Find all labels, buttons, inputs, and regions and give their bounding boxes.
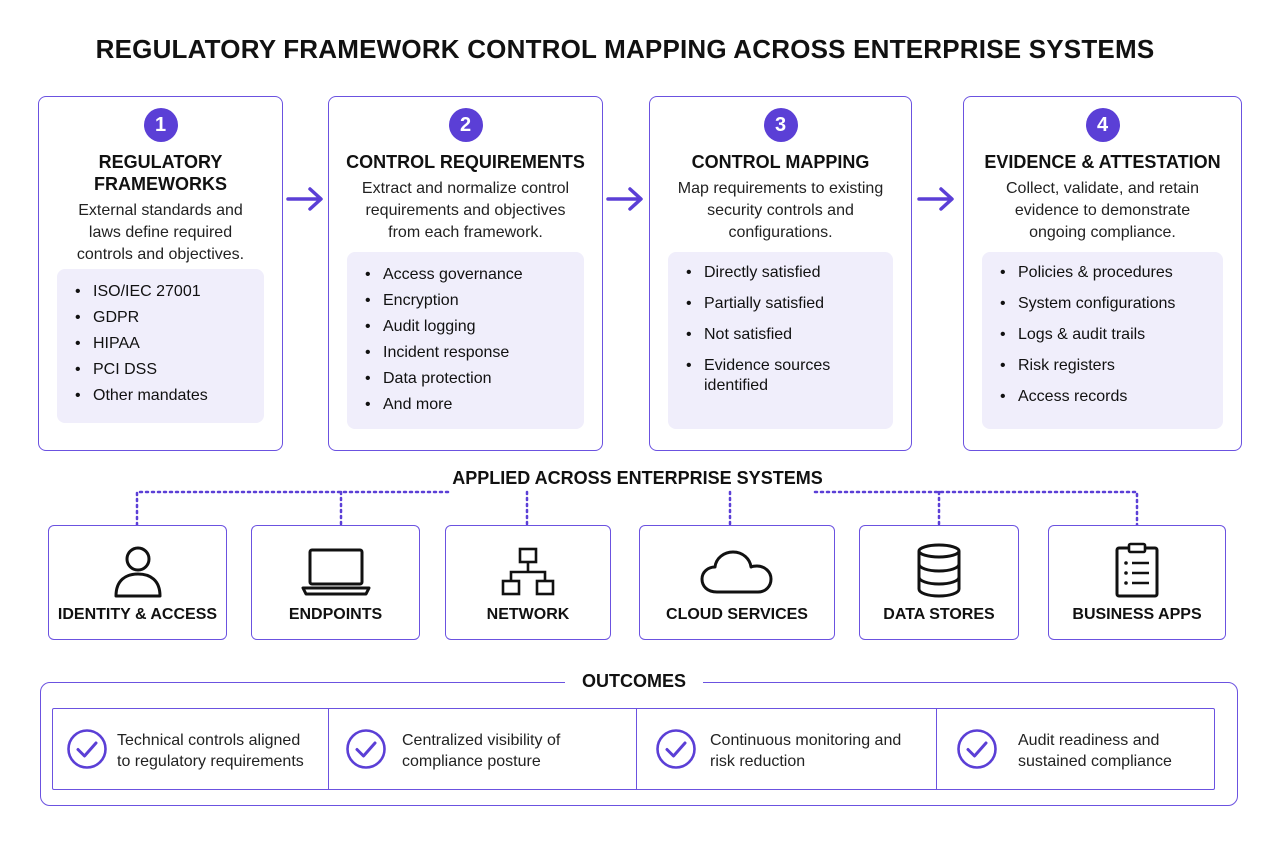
user-icon	[114, 546, 161, 598]
evidence-list: Policies & procedures System configurati…	[982, 252, 1223, 429]
step-title: CONTROL REQUIREMENTS	[346, 152, 585, 172]
list-item: PCI DSS	[71, 360, 250, 380]
list-item: Data protection	[361, 369, 570, 389]
arrow-right-icon	[286, 187, 323, 211]
system-label: CLOUD SERVICES	[666, 606, 808, 623]
systems-heading: APPLIED ACROSS ENTERPRISE SYSTEMS	[452, 468, 823, 488]
list-item: System configurations	[996, 294, 1209, 314]
list-item: Not satisfied	[682, 325, 879, 345]
arrow-right-icon	[606, 187, 643, 211]
outcome-item: Audit readiness and sustained compliance	[936, 709, 1213, 789]
system-business-apps: BUSINESS APPS	[1048, 525, 1226, 640]
list-item: HIPAA	[71, 334, 250, 354]
outcome-item: Continuous monitoring and risk reduction	[636, 709, 936, 789]
list-item: Policies & procedures	[996, 263, 1209, 283]
list-item: Other mandates	[71, 386, 250, 406]
outcome-text: Audit readiness and sustained compliance	[1018, 732, 1172, 770]
system-cloud-services: CLOUD SERVICES	[639, 525, 835, 640]
list-item: Audit logging	[361, 317, 570, 337]
step-title: REGULATORY FRAMEWORKS	[94, 152, 227, 194]
network-icon	[501, 547, 555, 596]
list-item: Evidence sources identified	[682, 356, 832, 396]
outcome-text: Continuous monitoring and risk reduction	[710, 732, 902, 770]
list-item: And more	[361, 395, 570, 415]
check-circle-icon	[346, 729, 386, 769]
step-description: External standards and laws define requi…	[76, 202, 245, 263]
step-control-mapping: 3 CONTROL MAPPING Map requirements to ex…	[649, 96, 912, 451]
framework-list: ISO/IEC 27001 GDPR HIPAA PCI DSS Other m…	[57, 269, 264, 423]
list-item: GDPR	[71, 308, 250, 328]
system-network: NETWORK	[445, 525, 611, 640]
step-description: Map requirements to existing security co…	[677, 180, 884, 241]
step-title: EVIDENCE & ATTESTATION	[984, 152, 1221, 172]
clipboard-icon	[1115, 542, 1159, 598]
system-label: BUSINESS APPS	[1072, 606, 1202, 623]
mapping-status-list: Directly satisfied Partially satisfied N…	[668, 252, 893, 429]
step-number-badge: 2	[448, 108, 483, 142]
outcomes-row: Technical controls aligned to regulatory…	[52, 708, 1215, 790]
step-description: Extract and normalize control requiremen…	[361, 180, 570, 241]
list-item: ISO/IEC 27001	[71, 282, 250, 302]
outcome-text: Technical controls aligned to regulatory…	[117, 732, 304, 770]
list-item: Encryption	[361, 291, 570, 311]
step-evidence-attestation: 4 EVIDENCE & ATTESTATION Collect, valida…	[963, 96, 1242, 451]
list-item: Access governance	[361, 265, 570, 285]
check-circle-icon	[67, 729, 107, 769]
step-description: Collect, validate, and retain evidence t…	[1006, 180, 1199, 241]
outcome-item: Technical controls aligned to regulatory…	[53, 709, 328, 789]
list-item: Logs & audit trails	[996, 325, 1209, 345]
database-icon	[917, 543, 961, 598]
laptop-icon	[301, 548, 370, 596]
cloud-icon	[700, 550, 773, 594]
step-number-badge: 1	[143, 108, 178, 142]
system-label: IDENTITY & ACCESS	[57, 606, 218, 623]
list-item: Access records	[996, 387, 1209, 407]
list-item: Partially satisfied	[682, 294, 879, 314]
system-label: DATA STORES	[883, 606, 995, 623]
system-label: ENDPOINTS	[288, 606, 383, 623]
dotted-connectors	[135, 490, 1139, 527]
system-endpoints: ENDPOINTS	[251, 525, 420, 640]
step-control-requirements: 2 CONTROL REQUIREMENTS Extract and norma…	[328, 96, 603, 451]
outcome-item: Centralized visibility of compliance pos…	[328, 709, 636, 789]
check-circle-icon	[957, 729, 997, 769]
outcome-text: Centralized visibility of compliance pos…	[402, 732, 561, 770]
step-regulatory-frameworks: 1 REGULATORY FRAMEWORKS External standar…	[38, 96, 283, 451]
check-circle-icon	[656, 729, 696, 769]
system-label: NETWORK	[486, 606, 570, 623]
step-number-badge: 3	[763, 108, 798, 142]
step-number-badge: 4	[1085, 108, 1120, 142]
list-item: Risk registers	[996, 356, 1209, 376]
outcomes-heading: OUTCOMES	[565, 671, 703, 692]
list-item: Incident response	[361, 343, 570, 363]
page-title: REGULATORY FRAMEWORK CONTROL MAPPING ACR…	[95, 34, 1155, 64]
system-identity-access: IDENTITY & ACCESS	[48, 525, 227, 640]
list-item: Directly satisfied	[682, 263, 879, 283]
requirement-list: Access governance Encryption Audit loggi…	[347, 252, 584, 429]
system-data-stores: DATA STORES	[859, 525, 1019, 640]
arrow-right-icon	[917, 187, 954, 211]
step-title: CONTROL MAPPING	[691, 152, 870, 172]
